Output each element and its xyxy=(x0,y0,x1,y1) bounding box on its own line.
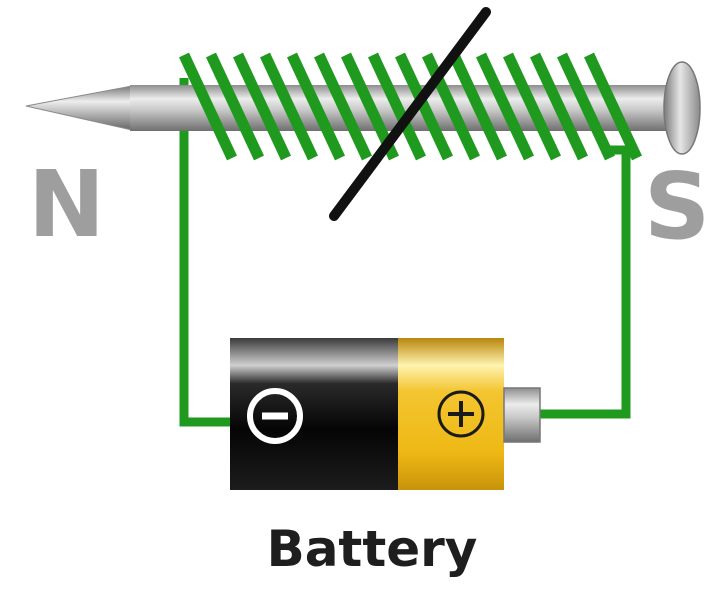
coil-winding xyxy=(233,52,291,161)
coil-winding xyxy=(530,52,588,161)
coil-winding xyxy=(503,52,561,161)
battery-label: Battery xyxy=(267,520,478,578)
circuit-wire-left xyxy=(179,78,232,427)
south-pole-label: S xyxy=(644,153,708,260)
coil-winding xyxy=(449,52,507,161)
nail-tip xyxy=(25,85,133,131)
coil-winding xyxy=(476,52,534,161)
negative-sign-icon xyxy=(247,388,303,444)
switch-bar-icon xyxy=(329,7,491,221)
battery-negative-body xyxy=(230,338,400,490)
coil-winding xyxy=(584,52,642,161)
coil-winding xyxy=(314,52,372,161)
coil-winding xyxy=(395,52,453,161)
north-pole-label: N xyxy=(28,151,105,258)
coil-winding xyxy=(287,52,345,161)
battery-terminal-cap xyxy=(503,387,541,443)
positive-sign-icon xyxy=(437,390,485,438)
coil-winding xyxy=(206,52,264,161)
coil-winding xyxy=(368,52,426,161)
coil-winding xyxy=(260,52,318,161)
nail-head xyxy=(663,61,701,155)
battery xyxy=(230,338,541,490)
coil-winding xyxy=(557,52,615,161)
wire-coil xyxy=(179,52,642,161)
coil-winding xyxy=(179,52,237,161)
circuit-wire-right xyxy=(540,145,631,419)
